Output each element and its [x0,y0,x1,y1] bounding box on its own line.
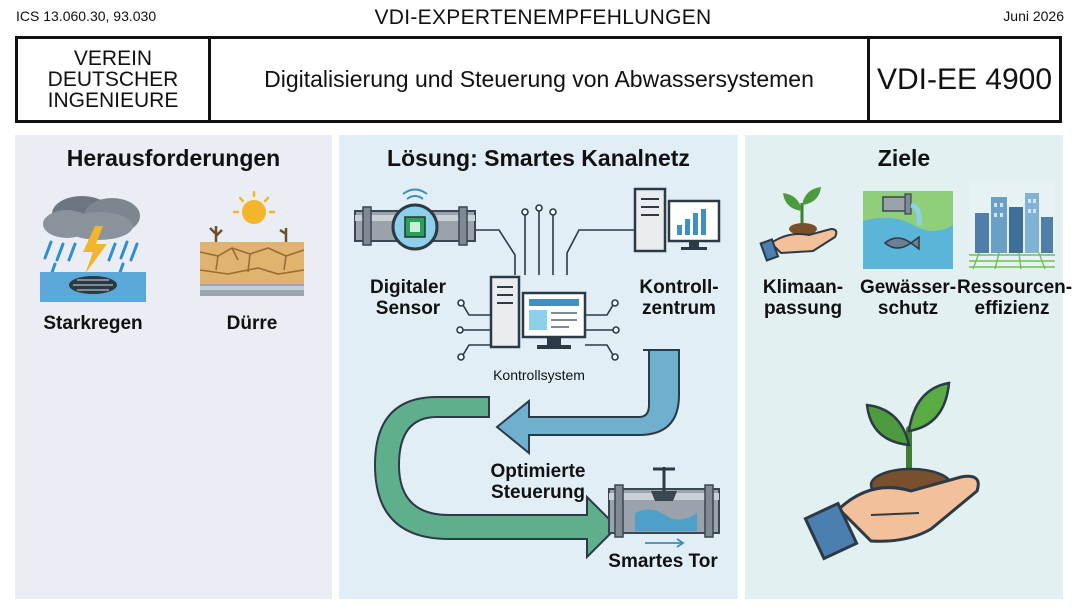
series-title: VDI-EXPERTENEMPFEHLUNGEN [374,6,712,29]
goals-heading: Ziele [877,145,931,171]
sensor-label: Digitaler Sensor [369,277,447,319]
goal-ressourcen-label: Ressourcen- effizienz [957,277,1073,319]
challenges-heading: Herausforderungen [66,145,281,171]
organization-name: VEREIN DEUTSCHER INGENIEURE [18,39,211,120]
document-header: VEREIN DEUTSCHER INGENIEURE Digitalisier… [15,36,1062,123]
solution-heading: Lösung: Smartes Kanalnetz [387,145,690,171]
ics-code: ICS 13.060.30, 93.030 [16,8,157,24]
connection-lines [456,204,635,361]
document-number: VDI-EE 4900 [867,39,1059,120]
optimized-control-label: Optimierte Steuerung [490,461,586,503]
org-line-1: VEREIN [73,47,153,70]
goals-panel: Ziele Klimaan- passung Gewässer- schutz [745,135,1072,599]
hand-sprout-illustration [803,381,980,561]
starkregen-label: Starkregen [43,313,143,334]
smart-gate-label: Smartes Tor [608,551,718,572]
solution-panel: Lösung: Smartes Kanalnetz Digitale [339,135,738,599]
publication-date: Juni 2026 [1003,8,1064,24]
city-efficiency-icon [969,183,1055,270]
org-line-3: INGENIEURE [47,89,179,112]
control-center-icon [633,187,721,253]
control-system-icon [489,275,587,349]
smart-gate-icon [608,467,720,548]
flow-arrows [373,349,680,560]
org-line-2: DEUTSCHER [47,68,179,91]
document-title: Digitalisierung und Steuerung von Abwass… [264,66,814,92]
goal-klima-label: Klimaan- passung [762,277,844,319]
duerre-label: Dürre [226,313,278,334]
drought-icon [199,190,305,296]
heavy-rain-storm-icon [40,196,146,302]
hand-plant-icon [759,187,838,262]
control-system-label: Kontrollsystem [493,367,585,383]
water-protection-icon [863,191,953,269]
goal-gewaesser-label: Gewässer- schutz [859,277,957,319]
challenges-panel: Herausforderungen Starkregen [15,135,332,599]
digital-sensor-icon [354,188,476,251]
control-center-label: Kontroll- zentrum [639,277,719,319]
